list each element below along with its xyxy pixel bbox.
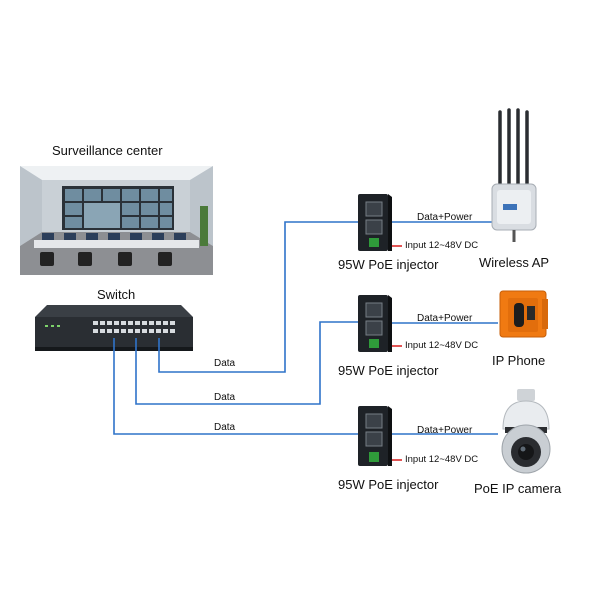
injector-label-1: 95W PoE injector	[338, 257, 439, 272]
injector-label-3: 95W PoE injector	[338, 477, 439, 492]
wireless-ap-label: Wireless AP	[479, 255, 550, 270]
wireless-ap-device	[491, 108, 537, 242]
injector-label-2: 95W PoE injector	[338, 363, 439, 378]
surveillance-center-label: Surveillance center	[52, 143, 163, 158]
ptz-camera-device	[501, 389, 551, 474]
data-label-2: Data	[214, 392, 236, 403]
data-label-1: Data	[214, 358, 236, 369]
data-power-label-1: Data+Power	[417, 212, 473, 223]
dc-input-label-3: Input 12~48V DC	[405, 454, 479, 465]
data-power-label-2: Data+Power	[417, 313, 473, 324]
dc-input-label-2: Input 12~48V DC	[405, 340, 479, 351]
ip-phone-device	[499, 290, 548, 338]
data-link-3	[113, 338, 358, 435]
data-label-3: Data	[214, 422, 236, 433]
data-link-2	[135, 321, 358, 405]
data-power-label-3: Data+Power	[417, 425, 473, 436]
dc-input-label-1: Input 12~48V DC	[405, 240, 479, 251]
switch-label: Switch	[97, 287, 136, 302]
data-link-1	[158, 221, 358, 373]
poe-ip-camera-label: PoE IP camera	[474, 481, 562, 496]
ip-phone-label: IP Phone	[492, 353, 546, 368]
poe-injector-device-3	[358, 406, 392, 466]
surveillance-room-image	[20, 166, 213, 275]
poe-injector-device-1	[358, 194, 392, 251]
poe-injector-device-2	[358, 295, 392, 352]
